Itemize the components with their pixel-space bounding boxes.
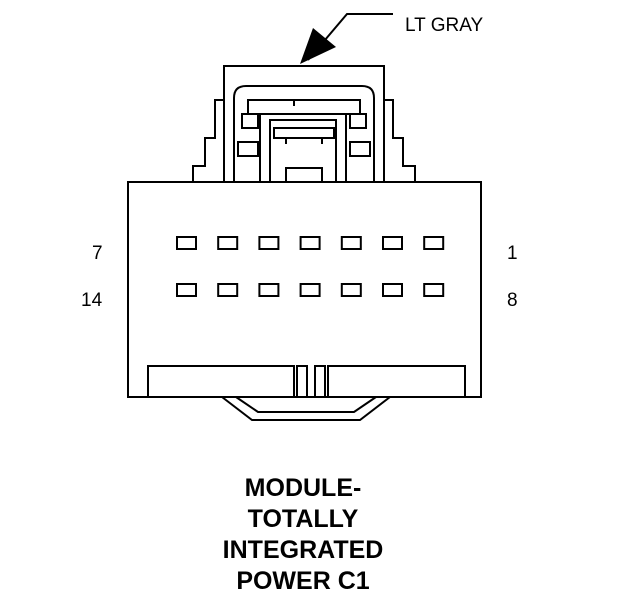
pin-cavity <box>176 236 197 250</box>
rail-right <box>327 365 466 397</box>
rail-center-key-right <box>314 365 326 398</box>
connector-title: MODULE- TOTALLY INTEGRATED POWER C1 <box>223 474 384 595</box>
pin-cavity <box>299 236 321 250</box>
pin-label-14: 14 <box>81 290 103 311</box>
pin-cavity <box>423 236 445 250</box>
pin-cavity <box>217 236 239 250</box>
bottom-tab-inner <box>235 396 377 413</box>
title-line-3: INTEGRATED <box>223 536 384 564</box>
connector-bottom-tab <box>221 396 391 421</box>
pin-label-8: 8 <box>507 290 518 311</box>
lock-arm-notch <box>285 167 323 182</box>
title-line-2: TOTALLY <box>248 505 359 533</box>
latch-ear-left <box>192 99 224 182</box>
pin-cavity <box>340 283 362 297</box>
rail-center-key-left <box>296 365 308 398</box>
pin-cavity <box>340 236 362 250</box>
bottom-tab-outer <box>221 396 391 421</box>
callout-arrowhead <box>300 28 336 64</box>
pin-cavity <box>217 283 239 297</box>
pin-cavity <box>382 236 403 250</box>
pin-cavities <box>176 236 445 297</box>
title-line-1: MODULE- <box>245 474 362 502</box>
connector-latch <box>192 65 416 182</box>
latch-outer <box>223 65 385 182</box>
pin-cavity <box>299 283 321 297</box>
title-line-4: POWER C1 <box>236 567 369 595</box>
latch-ear-right <box>384 99 416 182</box>
pin-cavity <box>423 283 445 297</box>
pin-cavity <box>258 283 280 297</box>
lock-arm-outer <box>259 113 347 182</box>
pin-cavity <box>176 283 197 297</box>
lock-arm-crossbar <box>273 127 335 139</box>
latch-tab-left-upper <box>241 113 259 129</box>
latch-top-bar <box>247 99 361 115</box>
pin-label-1: 1 <box>507 243 518 264</box>
latch-tab-right-upper <box>349 113 367 129</box>
pin-label-7: 7 <box>92 243 103 264</box>
lock-arm-inner <box>269 119 337 182</box>
color-label: LT GRAY <box>405 15 483 36</box>
rail-left <box>147 365 295 397</box>
color-callout: LT GRAY <box>300 13 483 64</box>
connector-bottom-rail <box>147 365 466 398</box>
pin-cavity <box>258 236 280 250</box>
latch-tab-right-lower <box>349 141 371 157</box>
pin-cavity <box>382 283 403 297</box>
latch-inner-shell <box>233 85 375 182</box>
latch-tab-left-lower <box>237 141 259 157</box>
